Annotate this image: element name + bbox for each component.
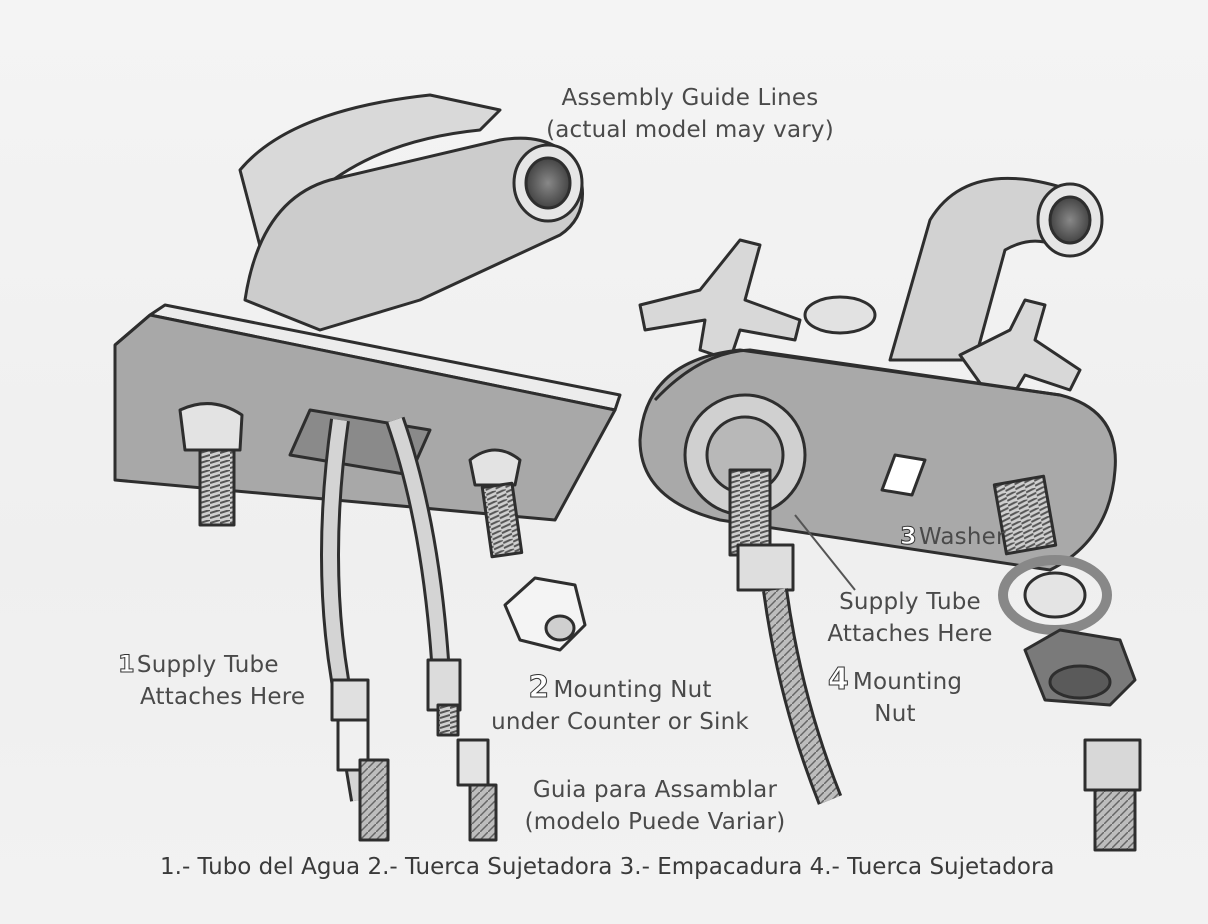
left-hose-fitting-3 — [456, 738, 490, 787]
right-loose-fitting — [1083, 738, 1142, 792]
callout-4-line-2: Nut — [874, 701, 916, 727]
callout-1: 1Supply Tube Attaches Here — [118, 648, 306, 713]
callout-1-line-1: Supply Tube — [136, 652, 279, 678]
spanish-guide: Guia para Assamblar (modelo Puede Variar… — [515, 774, 795, 838]
callout-4-line-1: Mounting — [852, 669, 963, 695]
callout-1-line-2: Attaches Here — [140, 684, 306, 710]
left-faucet — [113, 93, 622, 842]
left-faucet-spout — [243, 136, 584, 332]
callout-2-line-2: under Counter or Sink — [491, 709, 749, 735]
washer — [998, 555, 1112, 635]
callout-1-number: 1 — [118, 650, 136, 679]
left-faucet-stud-right — [468, 448, 522, 487]
callout-3-text: Washer — [918, 524, 1006, 550]
supply-tube-right: Supply Tube Attaches Here — [815, 586, 1005, 650]
leader-line — [794, 514, 856, 591]
callout-4-number: 4 — [827, 662, 849, 697]
callout-2-number: 2 — [528, 670, 550, 705]
footer-legend: 1.- Tubo del Agua 2.- Tuerca Sujetadora … — [160, 854, 1055, 880]
callout-3: 3Washer — [900, 520, 1006, 553]
right-faucet — [638, 176, 1142, 852]
right-faucet-handle-left — [638, 238, 802, 362]
header-line-1: Assembly Guide Lines — [561, 85, 819, 111]
callout-2-line-1: Mounting Nut — [553, 677, 712, 703]
header-block: Assembly Guide Lines (actual model may v… — [520, 82, 860, 146]
header-line-2: (actual model may vary) — [546, 117, 834, 143]
right-faucet-hex-nut — [736, 543, 795, 592]
spanish-guide-line-2: (modelo Puede Variar) — [524, 809, 786, 835]
left-hose-fitting-1 — [330, 678, 370, 722]
spanish-guide-line-1: Guia para Assamblar — [532, 777, 778, 803]
callout-3-number: 3 — [900, 522, 918, 551]
supply-tube-right-line-1: Supply Tube — [839, 589, 981, 615]
supply-tube-right-line-2: Attaches Here — [827, 621, 993, 647]
mounting-nut-left — [503, 576, 587, 652]
left-faucet-stud-left — [178, 402, 244, 452]
left-hose-fitting-2 — [426, 658, 462, 712]
